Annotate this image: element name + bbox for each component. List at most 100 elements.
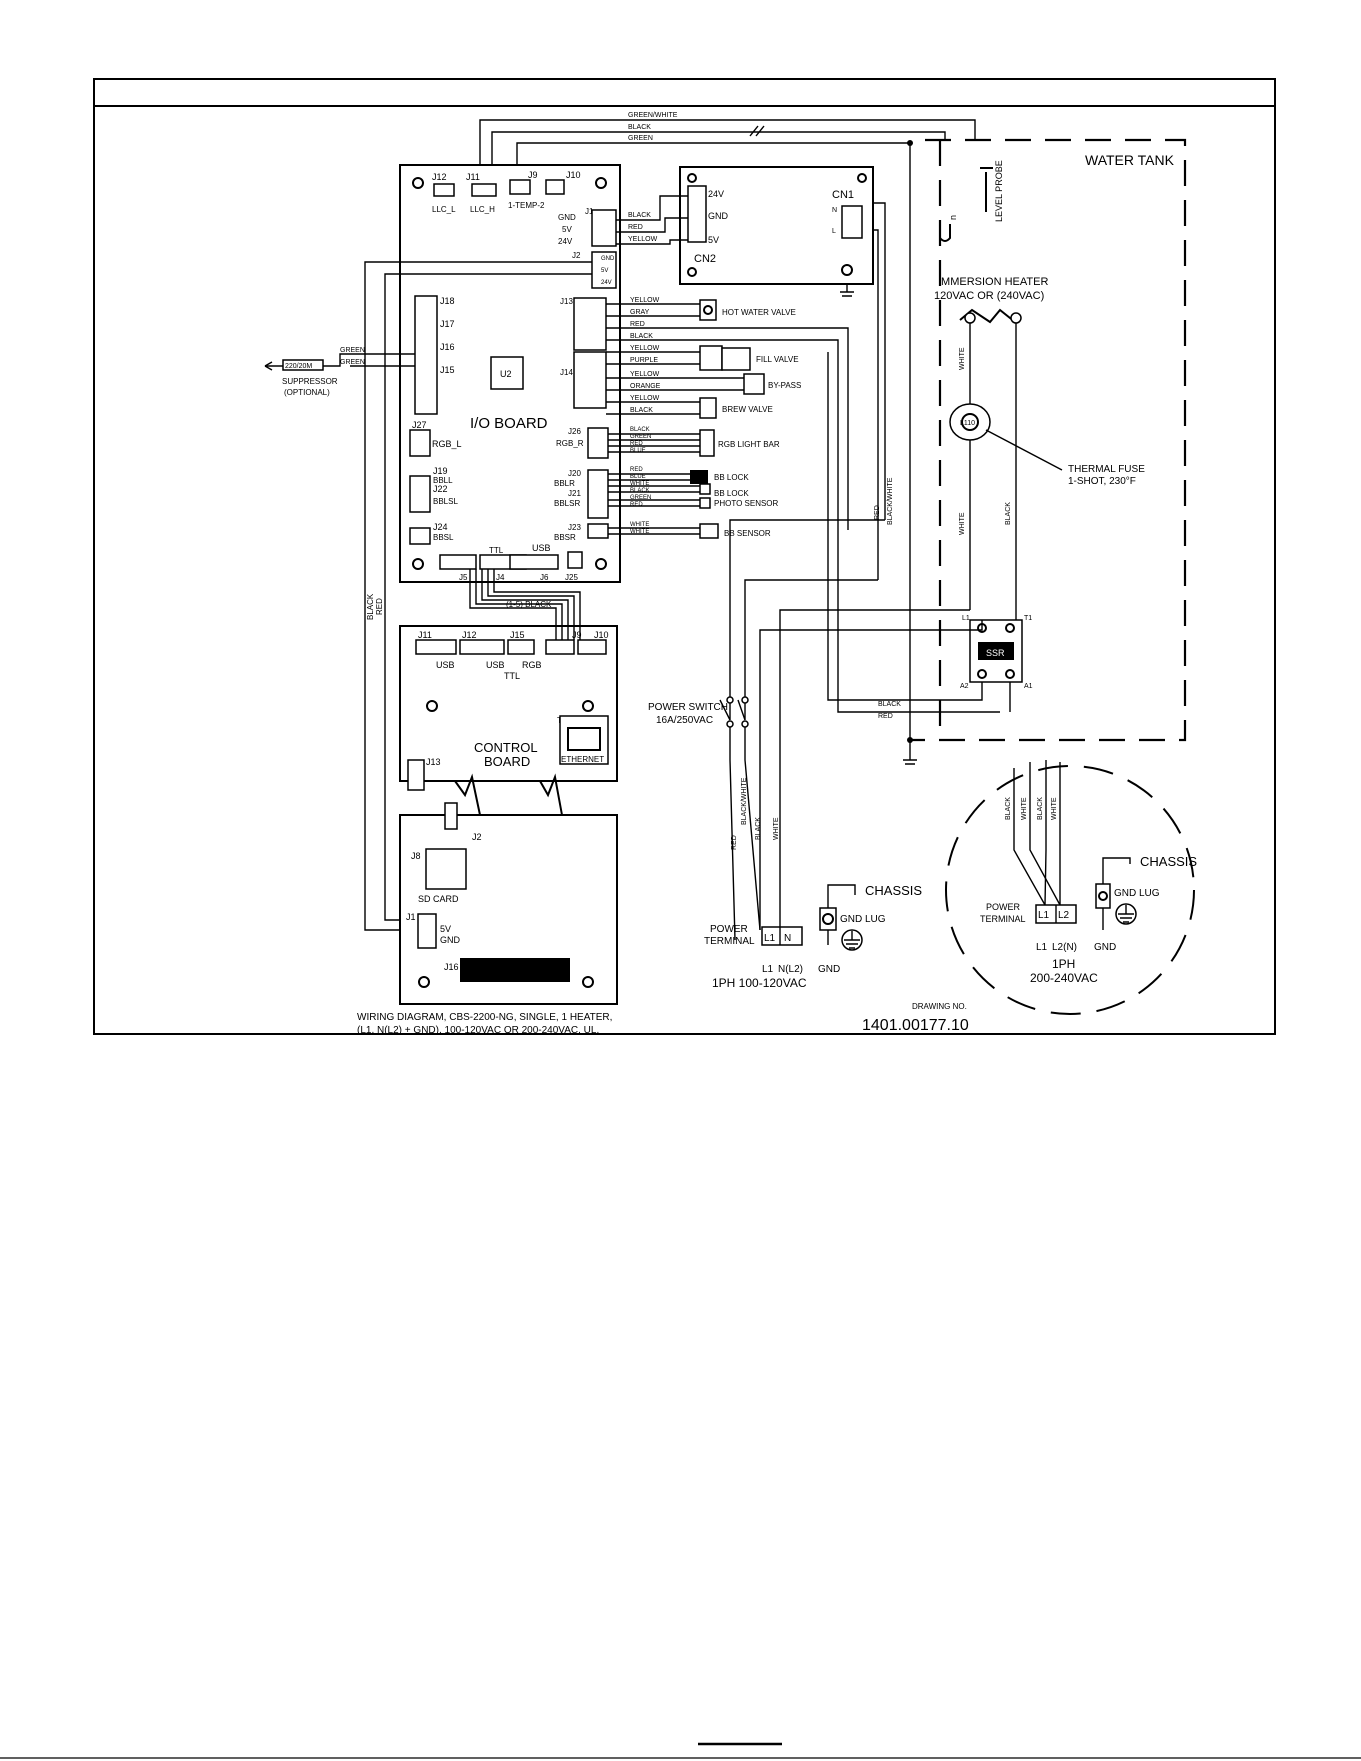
footer: WIRING DIAGRAM, CBS-2200-NG, SINGLE, 1 H… (357, 1002, 969, 1036)
connector-label: J6 (540, 573, 549, 582)
terminal-box-label: L1 (764, 933, 776, 944)
terminal-under: L2(N) (1052, 942, 1077, 953)
detail-caption: 1PH (1052, 957, 1075, 971)
top-wire-label: GREEN (628, 135, 653, 142)
connector-label: J14 (560, 368, 573, 377)
wire-label: GREEN (630, 495, 651, 501)
wire-label: GREEN (340, 347, 365, 354)
thermal-fuse: L110 THERMAL FUSE 1-SHOT, 230°F WHITE BL… (949, 403, 1145, 610)
terminal-wires: RED BLACK/WHITE BLACK WHITE (731, 777, 780, 850)
fuse-label: L110 (960, 420, 975, 427)
wire-label: RED (630, 321, 645, 328)
cn2-pin: 5V (708, 235, 719, 245)
connector-caption: RGB (522, 660, 542, 670)
hot-water-valve: HOT WATER VALVE (699, 299, 796, 321)
wire-label: WHITE (1051, 797, 1058, 820)
wire-label: BLACK (1005, 502, 1012, 525)
connector-label: J11 (418, 630, 432, 640)
wire-label: YELLOW (630, 297, 660, 304)
wire-label: YELLOW (628, 236, 658, 243)
control-board-title: CONTROL (474, 740, 538, 755)
wire-label: BLACK (1005, 797, 1012, 820)
wire-label: BLACK/WHITE (887, 477, 894, 525)
suppressor-label: SUPPRESSOR (282, 377, 338, 386)
wire-label: RED (630, 441, 643, 447)
wire-label: BLUE (630, 448, 646, 454)
cn2-label: CN2 (694, 253, 716, 265)
water-tank: WATER TANK n LEVEL PROBE (910, 138, 1187, 742)
wire-label: BLACK (1037, 797, 1044, 820)
terminal-label: TERMINAL (980, 914, 1026, 924)
j2-label: J2 (572, 251, 581, 260)
brew-valve: BREW VALVE (699, 397, 773, 419)
fill-valve: FILL VALVE (699, 345, 799, 371)
connector-label: J10 (566, 170, 581, 180)
top-wire-label: GREEN/WHITE (628, 112, 678, 119)
drawing-no-label: DRAWING NO. (912, 1002, 967, 1011)
bb-lock-group: RED BLUE WHITE BLACK GREEN RED BB LOCK B… (608, 467, 779, 509)
footer-description: WIRING DIAGRAM, CBS-2200-NG, SINGLE, 1 H… (357, 1012, 612, 1023)
connector-label: J9 (572, 630, 582, 640)
connector-label: J16 (440, 342, 455, 352)
terminal-under: L1 (1036, 942, 1048, 953)
wire-label: WHITE (630, 522, 649, 528)
wire-label: WHITE (630, 529, 649, 535)
power-terminal-120: L1 N POWER TERMINAL L1 N(L2) 1PH 100-120… (704, 883, 922, 990)
j13-label: J13 (426, 757, 441, 767)
gnd-label: GND (1094, 942, 1116, 953)
wire-label: GREEN (630, 434, 651, 440)
j1-pin: GND (440, 935, 461, 945)
connector-caption: USB (436, 660, 455, 670)
connector-caption: USB (486, 660, 505, 670)
suppressor: 220/20M GREEN GREEN SUPPRESSOR (OPTIONAL… (264, 347, 415, 397)
gnd-lug: GND LUG GND CHASSIS (818, 883, 922, 975)
component-label: RGB LIGHT BAR (718, 440, 780, 449)
control-board: CONTROL BOARD J11 J12 J15 J9 J10 USB USB… (399, 625, 618, 791)
bb-sensor: WHITE WHITE BB SENSOR (608, 522, 771, 539)
connector-label: J23 (568, 523, 581, 532)
connector-label: J15 (440, 365, 455, 375)
board-break (454, 773, 563, 816)
wire-label: RED (630, 502, 643, 508)
u2-chip: U2 (490, 356, 524, 390)
cn2-pin: 24V (708, 189, 724, 199)
drawing-number: 1401.00177.10 (862, 1017, 969, 1034)
connector-label: RGB_L (432, 439, 462, 449)
immersion-heater: IMMERSION HEATER 120VAC OR (240VAC) WHIT… (934, 276, 1048, 620)
chassis-label: CHASSIS (865, 883, 922, 898)
connector-label: J27 (412, 420, 427, 430)
ssr-label: SSR (986, 648, 1005, 658)
connector-label: J4 (496, 573, 505, 582)
gnd-label: GND (818, 964, 840, 975)
cn1-pin: L (832, 228, 836, 235)
connector-label: J26 (568, 427, 581, 436)
connector-caption: LLC_H (470, 205, 495, 214)
wire-label: WHITE (773, 817, 780, 840)
power-switch[interactable]: POWER SWITCH 16A/250VAC (648, 696, 761, 941)
connector-label: J11 (466, 172, 480, 182)
ssr: SSR L1 T1 A2 A1 BLACK RED (827, 352, 1033, 720)
wire-label: PURPLE (630, 357, 658, 364)
ssr-terminal: T1 (1024, 615, 1032, 622)
wire-label: BLACK (630, 407, 653, 414)
component-label: BB LOCK (714, 489, 749, 498)
connector-label: J12 (432, 172, 447, 182)
bypass-valve: BY-PASS (743, 373, 801, 395)
component-label: BREW VALVE (722, 405, 773, 414)
connector-label: BBLSL (433, 497, 458, 506)
wire-label: YELLOW (630, 395, 660, 402)
gnd-lug-label: GND LUG (840, 914, 886, 925)
terminal-label: TERMINAL (704, 936, 755, 947)
j8-label: J8 (411, 851, 421, 861)
j1-label: J1 (406, 912, 416, 922)
terminal-under: L1 (762, 964, 774, 975)
j2-label: J2 (472, 832, 482, 842)
terminal-caption: 1PH 100-120VAC (712, 976, 807, 990)
ribbon-label: (1-5) BLACK (506, 600, 552, 609)
connector-label: J5 (459, 573, 468, 582)
ethernet-label: ETHERNET (561, 755, 604, 764)
connector-label: J25 (565, 573, 578, 582)
terminal-label: POWER (986, 902, 1021, 912)
ribbon-cable: (1-5) BLACK (469, 569, 581, 640)
level-probe: LEVEL PROBE (980, 160, 1004, 222)
